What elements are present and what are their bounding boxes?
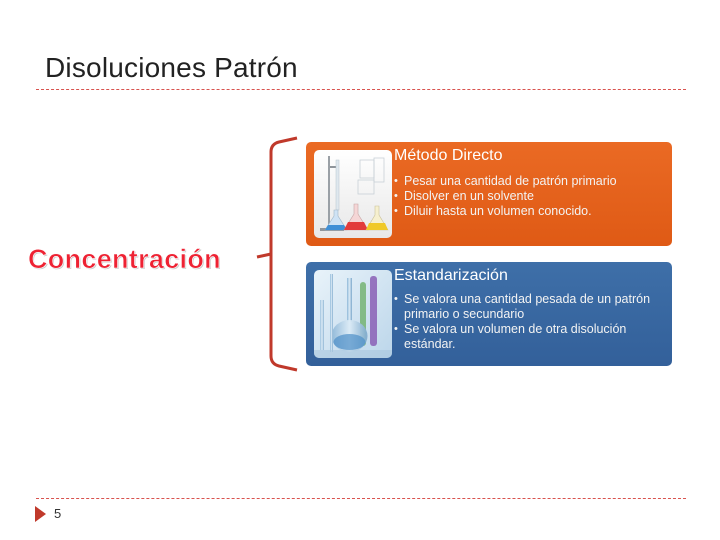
list-item: Se valora un volumen de otra disolución … [394, 322, 666, 352]
concept-label: Concentración [28, 244, 221, 275]
card-list: Se valora una cantidad pesada de un patr… [394, 292, 666, 352]
list-item: Diluir hasta un volumen conocido. [394, 204, 666, 219]
slide-number: 5 [54, 506, 62, 521]
list-item: Disolver en un solvente [394, 189, 666, 204]
title-divider [36, 89, 686, 90]
card-estandarizacion: Estandarización Se valora una cantidad p… [306, 262, 672, 366]
list-item: Pesar una cantidad de patrón primario [394, 174, 666, 189]
arrow-icon [35, 506, 46, 522]
footer-divider [36, 498, 686, 499]
laboratory-flasks-image [314, 150, 392, 238]
card-metodo-directo: Método Directo Pesar una cantidad de pat… [306, 142, 672, 246]
card-title: Método Directo [394, 147, 503, 164]
slide-title: Disoluciones Patrón [45, 52, 298, 83]
list-item: Se valora una cantidad pesada de un patr… [394, 292, 666, 322]
bracket-connector [256, 136, 298, 372]
card-title: Estandarización [394, 267, 508, 284]
card-list: Pesar una cantidad de patrón primario Di… [394, 174, 666, 219]
volumetric-glassware-image [314, 270, 392, 358]
